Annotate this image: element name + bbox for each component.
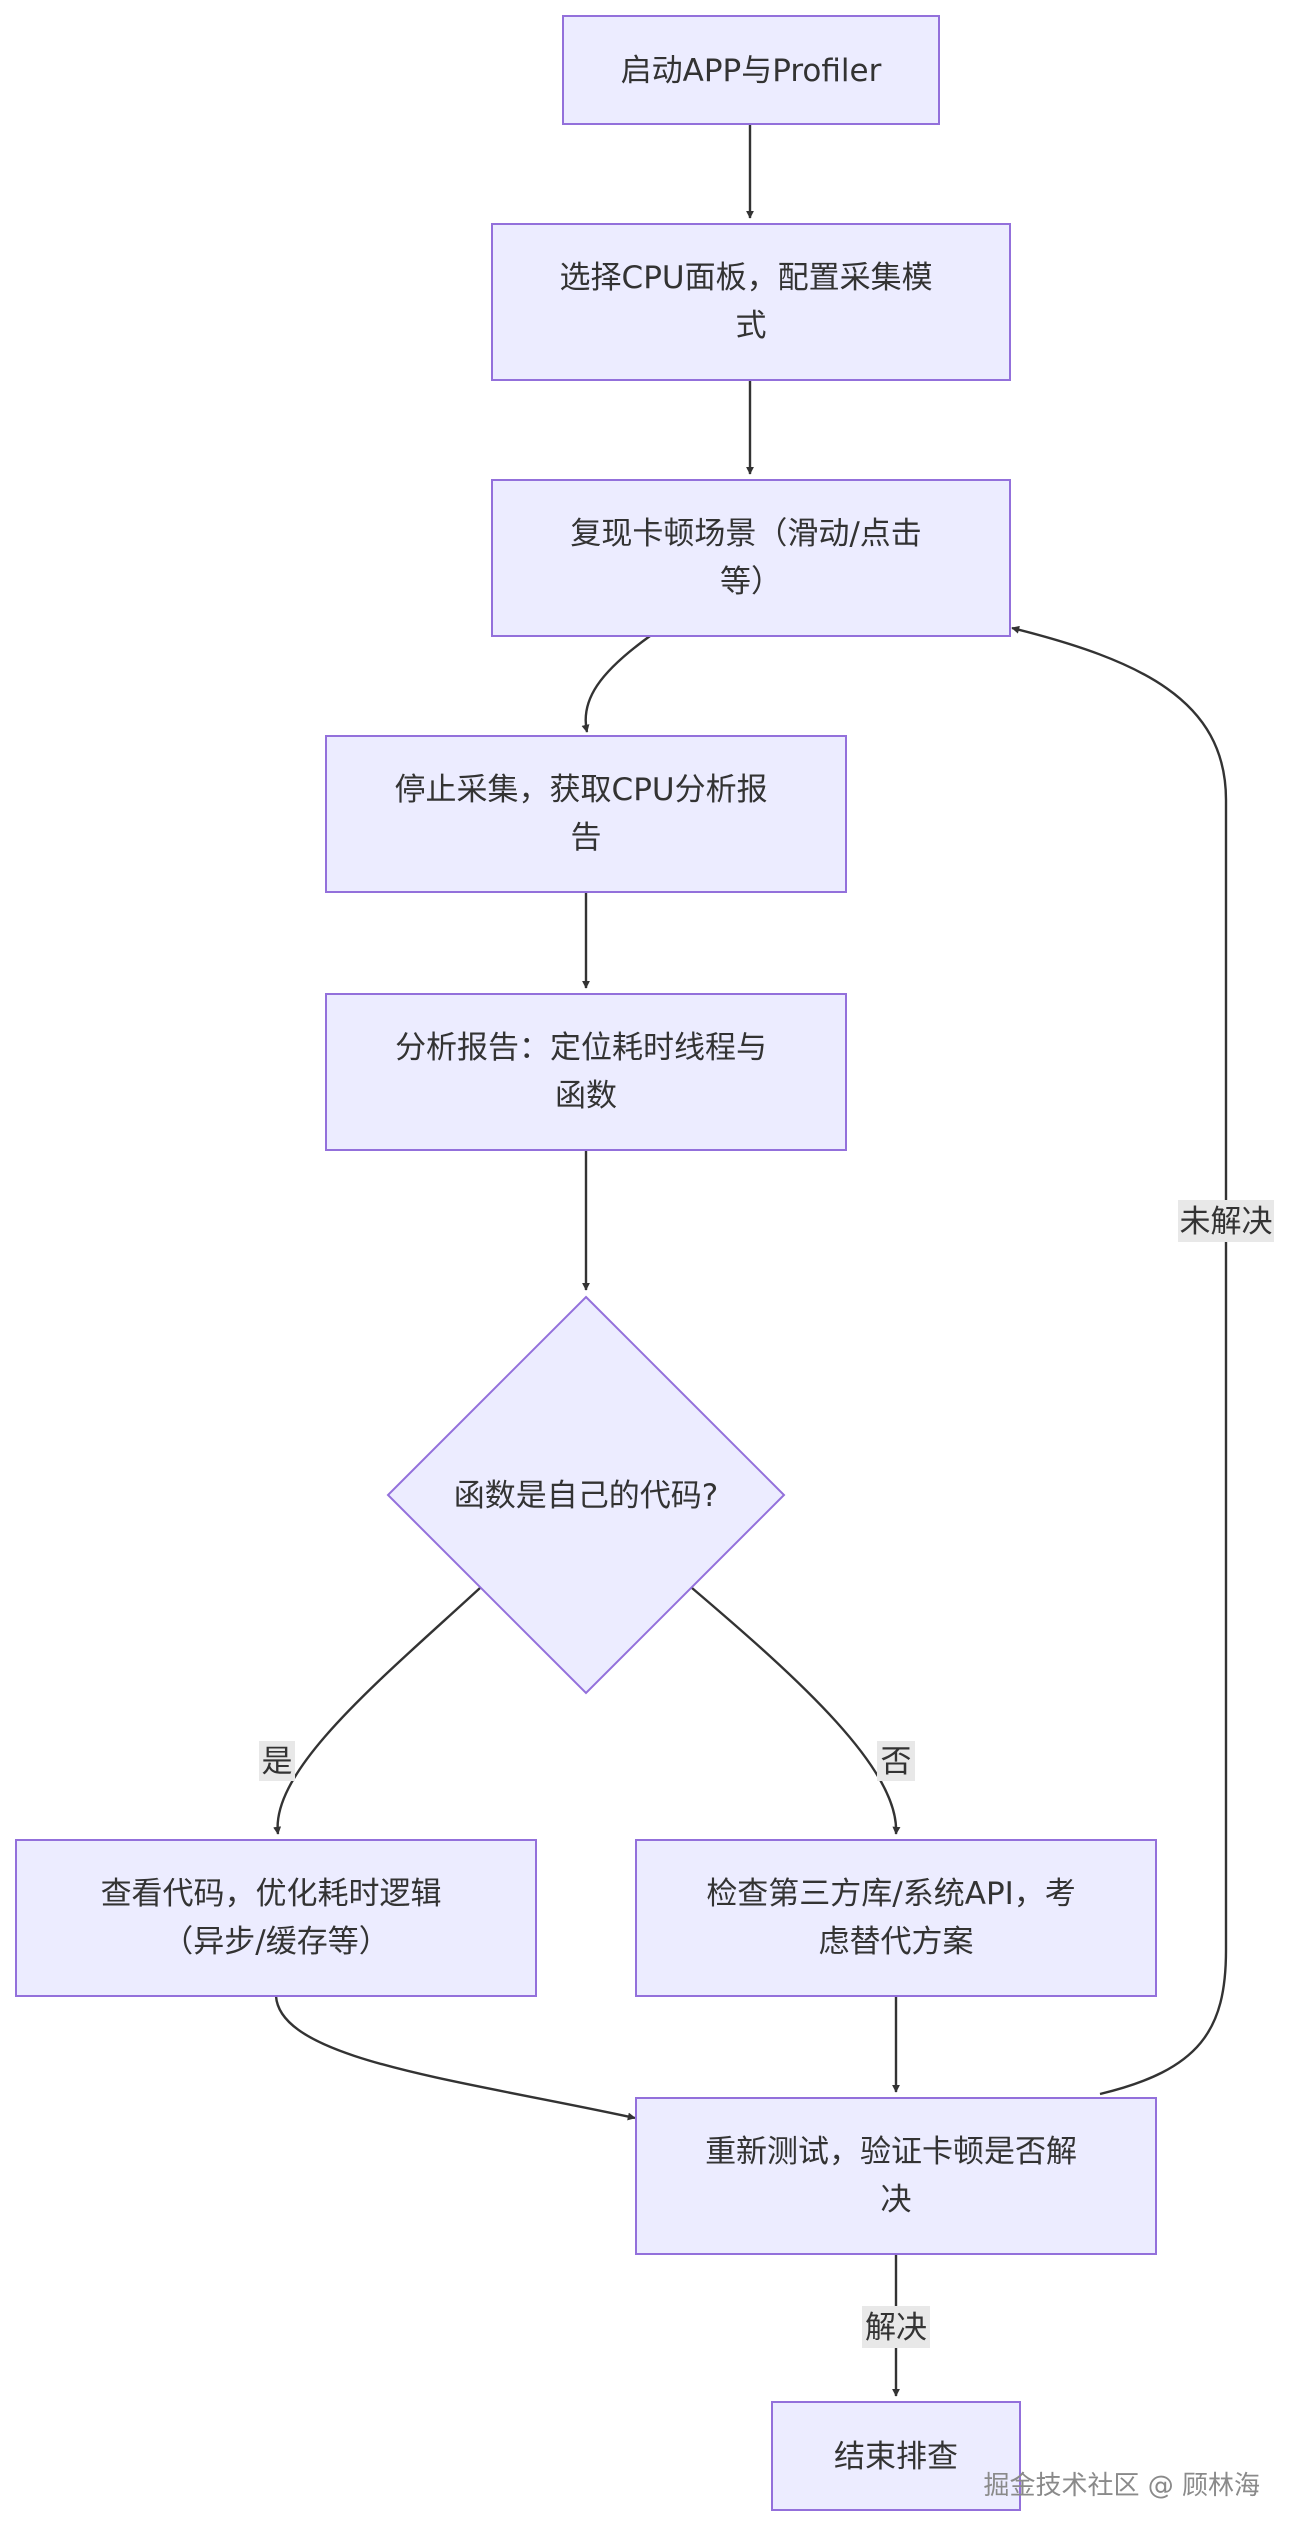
node-retest: 重新测试，验证卡顿是否解 决	[635, 2097, 1157, 2255]
edge-label-unresolved: 未解决	[1178, 1200, 1274, 1242]
edge-label-resolved-text: 解决	[865, 2310, 927, 2346]
edge-label-yes-text: 是	[262, 1744, 293, 1780]
node-stop-capture: 停止采集，获取CPU分析报 告	[325, 735, 847, 893]
edge-label-resolved: 解决	[862, 2306, 930, 2348]
node-decision: 函数是自己的代码?	[386, 1295, 786, 1695]
nodes: 启动APP与Profiler 选择CPU面板，配置采集模 式 复现卡顿场景（滑动…	[15, 15, 1157, 2511]
node-end-text: 结束排查	[834, 2439, 958, 2475]
node-analyze-text: 分析报告：定位耗时线程与 函数	[395, 1030, 777, 1114]
node-retest-text: 重新测试，验证卡顿是否解 决	[705, 2134, 1087, 2218]
node-own-code-text: 查看代码，优化耗时逻辑 （异步/缓存等）	[101, 1876, 452, 1960]
watermark: 掘金技术社区 @ 顾林海	[983, 2471, 1260, 2501]
edge-labels: 是 否 未解决 解决	[259, 1200, 1274, 2348]
edge-label-yes: 是	[259, 1741, 295, 1781]
edge-decision-to-own-code	[273, 1587, 481, 1835]
node-stop-capture-text: 停止采集，获取CPU分析报 告	[395, 772, 778, 856]
edge-label-no: 否	[877, 1741, 915, 1781]
node-start-text: 启动APP与Profiler	[621, 53, 882, 89]
edge-retest-to-reproduce	[1011, 625, 1228, 2096]
edge-own-code-to-retest	[274, 1995, 636, 2121]
node-decision-text: 函数是自己的代码?	[454, 1478, 718, 1514]
edge-reproduce-to-stop-capture	[581, 635, 651, 733]
node-start: 启动APP与Profiler	[562, 15, 940, 125]
edges	[273, 124, 1228, 2397]
node-select-cpu: 选择CPU面板，配置采集模 式	[491, 223, 1011, 381]
node-end: 结束排查	[771, 2401, 1021, 2511]
edge-label-no-text: 否	[881, 1744, 912, 1780]
node-third-party: 检查第三方库/系统API，考 虑替代方案	[635, 1839, 1157, 1997]
node-own-code: 查看代码，优化耗时逻辑 （异步/缓存等）	[15, 1839, 537, 1997]
edge-label-unresolved-text: 未解决	[1180, 1204, 1273, 1240]
node-select-cpu-text: 选择CPU面板，配置采集模 式	[560, 260, 943, 344]
node-third-party-text: 检查第三方库/系统API，考 虑替代方案	[706, 1876, 1085, 1960]
edge-decision-to-third-party	[691, 1587, 901, 1835]
node-reproduce-text: 复现卡顿场景（滑动/点击 等）	[570, 516, 931, 600]
node-reproduce: 复现卡顿场景（滑动/点击 等）	[491, 479, 1011, 637]
node-analyze: 分析报告：定位耗时线程与 函数	[325, 993, 847, 1151]
